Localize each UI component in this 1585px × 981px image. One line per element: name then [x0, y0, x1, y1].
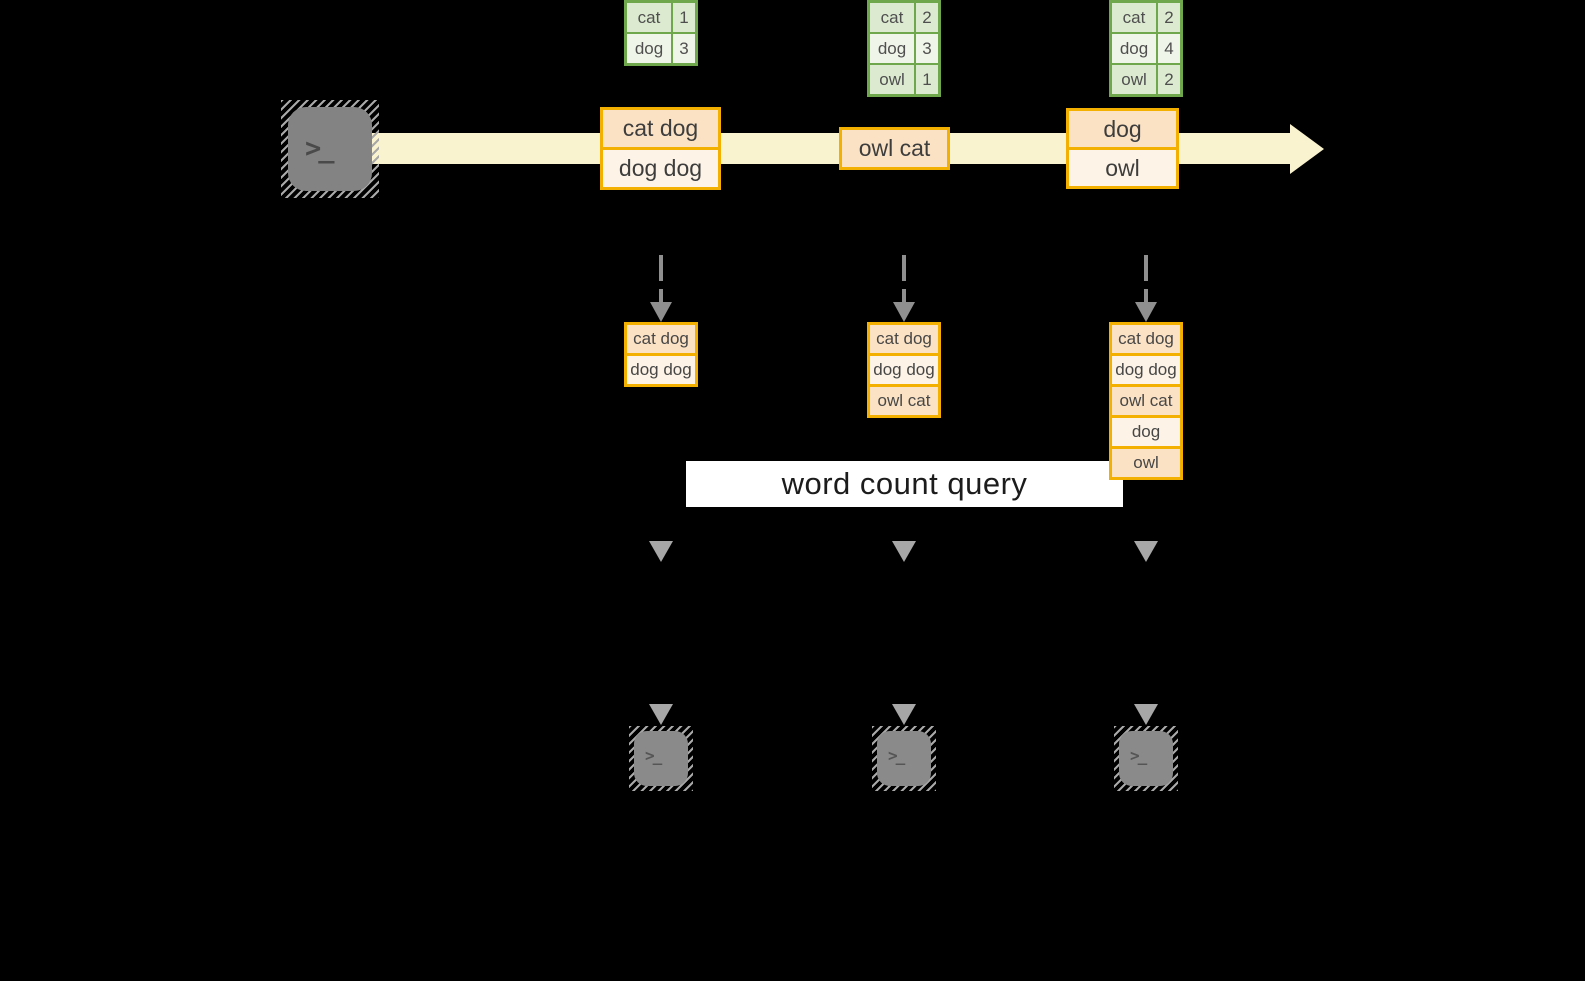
stream-message: owl cat: [842, 130, 947, 167]
batch-arrow-dash: [659, 255, 663, 281]
stream-batch-1: cat dog dog dog: [600, 107, 721, 190]
terminal-prompt-icon: >_: [888, 746, 905, 765]
state-item: cat dog: [1112, 325, 1180, 353]
terminal-prompt-icon: >_: [305, 133, 334, 164]
count-word: dog: [870, 34, 914, 63]
state-to-count-arrow-head-icon: [1134, 541, 1158, 562]
stream-timeline-arrowhead-icon: [1290, 124, 1324, 174]
word-count-table-1: cat 1 dog 3: [624, 0, 698, 66]
state-item: owl cat: [870, 387, 938, 415]
count-word: cat: [870, 3, 914, 32]
stream-batch-2: owl cat: [839, 127, 950, 170]
count-value: 2: [1158, 3, 1180, 32]
count-row: cat 2: [870, 3, 938, 32]
terminal-screen: >_: [634, 731, 688, 786]
count-row: dog 3: [870, 34, 938, 63]
count-word: owl: [1112, 65, 1156, 94]
batch-arrow-head-icon: [1135, 302, 1157, 322]
stream-message: cat dog: [603, 110, 718, 147]
state-item: cat dog: [870, 325, 938, 353]
terminal-screen: >_: [877, 731, 931, 786]
source-terminal-icon: >_: [281, 100, 379, 198]
state-item: dog dog: [1112, 356, 1180, 384]
count-row: dog 4: [1112, 34, 1180, 63]
count-row: dog 3: [627, 34, 695, 63]
batch-arrow-head-icon: [650, 302, 672, 322]
batch-arrow-dash: [1144, 289, 1148, 304]
count-row: cat 2: [1112, 3, 1180, 32]
state-stack-1: cat dog dog dog: [624, 322, 698, 387]
count-value: 2: [1158, 65, 1180, 94]
count-to-sink-arrow-head-icon: [649, 704, 673, 725]
count-word: dog: [1112, 34, 1156, 63]
sink-terminal-icon: >_: [629, 726, 693, 791]
batch-arrow-head-icon: [893, 302, 915, 322]
terminal-prompt-icon: >_: [1130, 746, 1147, 765]
batch-arrow-dash: [902, 289, 906, 304]
sink-terminal-icon: >_: [872, 726, 936, 791]
count-word: dog: [627, 34, 671, 63]
count-value: 2: [916, 3, 938, 32]
state-to-count-arrow-head-icon: [649, 541, 673, 562]
terminal-prompt-icon: >_: [645, 746, 662, 765]
stream-message: owl: [1069, 150, 1176, 186]
batch-arrow-dash: [659, 289, 663, 304]
count-row: cat 1: [627, 3, 695, 32]
count-row: owl 1: [870, 65, 938, 94]
count-row: owl 2: [1112, 65, 1180, 94]
count-word: owl: [870, 65, 914, 94]
stream-batch-3: dog owl: [1066, 108, 1179, 189]
count-to-sink-arrow-head-icon: [892, 704, 916, 725]
query-banner: word count query: [686, 461, 1123, 507]
count-value: 3: [673, 34, 695, 63]
batch-arrow-dash: [1144, 255, 1148, 281]
state-item: cat dog: [627, 325, 695, 353]
terminal-screen: >_: [288, 107, 372, 191]
stream-message: dog dog: [603, 150, 718, 187]
count-word: cat: [627, 3, 671, 32]
state-to-count-arrow-head-icon: [892, 541, 916, 562]
count-to-sink-arrow-head-icon: [1134, 704, 1158, 725]
count-value: 3: [916, 34, 938, 63]
word-count-table-3: cat 2 dog 4 owl 2: [1109, 0, 1183, 97]
state-item: dog: [1112, 418, 1180, 446]
state-stack-3: cat dog dog dog owl cat dog owl: [1109, 322, 1183, 480]
state-item: dog dog: [627, 356, 695, 384]
count-word: cat: [1112, 3, 1156, 32]
sink-terminal-icon: >_: [1114, 726, 1178, 791]
stream-message: dog: [1069, 111, 1176, 147]
count-value: 1: [916, 65, 938, 94]
query-label: word count query: [781, 466, 1028, 501]
count-value: 4: [1158, 34, 1180, 63]
batch-arrow-dash: [902, 255, 906, 281]
terminal-screen: >_: [1119, 731, 1173, 786]
count-value: 1: [673, 3, 695, 32]
state-item: owl: [1112, 449, 1180, 477]
state-item: dog dog: [870, 356, 938, 384]
state-item: owl cat: [1112, 387, 1180, 415]
word-count-table-2: cat 2 dog 3 owl 1: [867, 0, 941, 97]
state-stack-2: cat dog dog dog owl cat: [867, 322, 941, 418]
